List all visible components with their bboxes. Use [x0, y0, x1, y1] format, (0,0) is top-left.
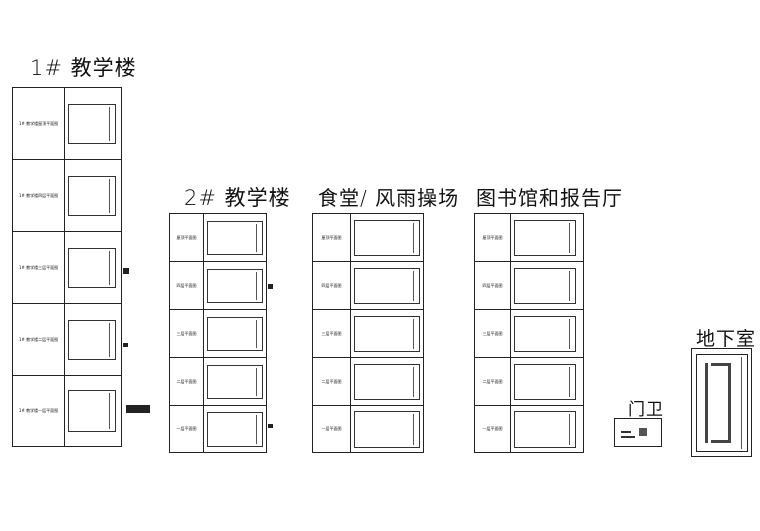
drawing-title: 二层平面图 [313, 358, 351, 405]
building-1-group: 1# 教学楼屋顶平面图 1# 教学楼四层平面图 1# 教学楼三层平面图 1# 教… [12, 87, 122, 447]
drawing-row[interactable]: 四层平面图 [312, 261, 424, 310]
drawing-title: 1# 教学楼一层平面图 [13, 376, 65, 446]
side-marker [268, 284, 273, 289]
drawing-title: 屋顶平面图 [475, 214, 511, 261]
drawing-title: 三层平面图 [170, 310, 204, 357]
drawing-row[interactable]: 一层平面图 [169, 405, 267, 453]
building-2-title: 2# 教学楼 [184, 186, 291, 210]
drawing-row[interactable]: 二层平面图 [312, 357, 424, 406]
floor-plan-thumbnail [511, 214, 583, 261]
drawing-title: 1# 教学楼四层平面图 [13, 160, 65, 231]
canteen-title: 食堂/ 风雨操场 [318, 186, 460, 210]
floor-plan-thumbnail [65, 160, 121, 231]
drawing-row[interactable]: 四层平面图 [169, 261, 267, 310]
drawing-title: 一层平面图 [170, 406, 204, 452]
floor-plan-thumbnail [511, 406, 583, 452]
drawing-row[interactable]: 一层平面图 [474, 405, 584, 453]
gate-plan-sheet[interactable] [614, 418, 662, 447]
floor-plan-thumbnail [511, 262, 583, 309]
library-group: 屋顶平面图 四层平面图 三层平面图 二层平面图 一层平面图 [474, 213, 584, 453]
drawing-row[interactable]: 三层平面图 [474, 309, 584, 358]
drawing-title: 二层平面图 [475, 358, 511, 405]
drawing-row[interactable]: 三层平面图 [169, 309, 267, 358]
floor-plan-thumbnail [65, 376, 121, 446]
drawing-title: 1# 教学楼二层平面图 [13, 304, 65, 375]
side-marker [123, 343, 128, 347]
drawing-title: 三层平面图 [475, 310, 511, 357]
basement-plan-sheet[interactable] [691, 348, 752, 457]
floor-plan-thumbnail [351, 358, 423, 405]
drawing-title: 二层平面图 [170, 358, 204, 405]
drawing-title: 屋顶平面图 [313, 214, 351, 261]
drawing-row[interactable]: 1# 教学楼一层平面图 [12, 375, 122, 447]
drawing-row[interactable]: 二层平面图 [169, 357, 267, 406]
floor-plan-thumbnail [511, 310, 583, 357]
drawing-title: 1# 教学楼屋顶平面图 [13, 88, 65, 159]
floor-plan-thumbnail [65, 304, 121, 375]
drawing-row[interactable]: 屋顶平面图 [312, 213, 424, 262]
floor-plan-thumbnail [65, 232, 121, 303]
drawing-row[interactable]: 1# 教学楼四层平面图 [12, 159, 122, 232]
drawing-row[interactable]: 屋顶平面图 [474, 213, 584, 262]
drawing-row[interactable]: 屋顶平面图 [169, 213, 267, 262]
drawing-title: 屋顶平面图 [170, 214, 204, 261]
floor-plan-thumbnail [204, 310, 266, 357]
drawing-row[interactable]: 一层平面图 [312, 405, 424, 453]
floor-plan-thumbnail [351, 406, 423, 452]
gate-title: 门卫 [628, 400, 664, 420]
floor-plan-thumbnail [204, 358, 266, 405]
canteen-group: 屋顶平面图 四层平面图 三层平面图 二层平面图 一层平面图 [312, 213, 424, 453]
floor-plan-thumbnail [204, 406, 266, 452]
drawing-title: 一层平面图 [475, 406, 511, 452]
drawing-title: 四层平面图 [475, 262, 511, 309]
floor-plan-thumbnail [351, 262, 423, 309]
drawing-row[interactable]: 四层平面图 [474, 261, 584, 310]
drawing-row[interactable]: 三层平面图 [312, 309, 424, 358]
floor-plan-thumbnail [204, 262, 266, 309]
drawing-row[interactable]: 1# 教学楼三层平面图 [12, 231, 122, 304]
floor-plan-thumbnail [511, 358, 583, 405]
drawing-title: 四层平面图 [170, 262, 204, 309]
basement-title: 地下室 [696, 328, 757, 350]
building-2-group: 屋顶平面图 四层平面图 三层平面图 二层平面图 一层平面图 [169, 213, 267, 453]
floor-plan-thumbnail [204, 214, 266, 261]
drawing-row[interactable]: 1# 教学楼屋顶平面图 [12, 87, 122, 160]
floor-plan-thumbnail [65, 88, 121, 159]
side-marker [268, 424, 273, 428]
drawing-row[interactable]: 二层平面图 [474, 357, 584, 406]
drawing-title: 三层平面图 [313, 310, 351, 357]
drawing-title: 四层平面图 [313, 262, 351, 309]
building-1-title: 1# 教学楼 [30, 56, 137, 80]
floor-plan-thumbnail [351, 310, 423, 357]
floor-plan-thumbnail [351, 214, 423, 261]
legend-block [126, 405, 150, 413]
library-title: 图书馆和报告厅 [476, 186, 623, 210]
drawing-row[interactable]: 1# 教学楼二层平面图 [12, 303, 122, 376]
drawing-title: 1# 教学楼三层平面图 [13, 232, 65, 303]
drawing-title: 一层平面图 [313, 406, 351, 452]
side-marker [123, 268, 129, 274]
